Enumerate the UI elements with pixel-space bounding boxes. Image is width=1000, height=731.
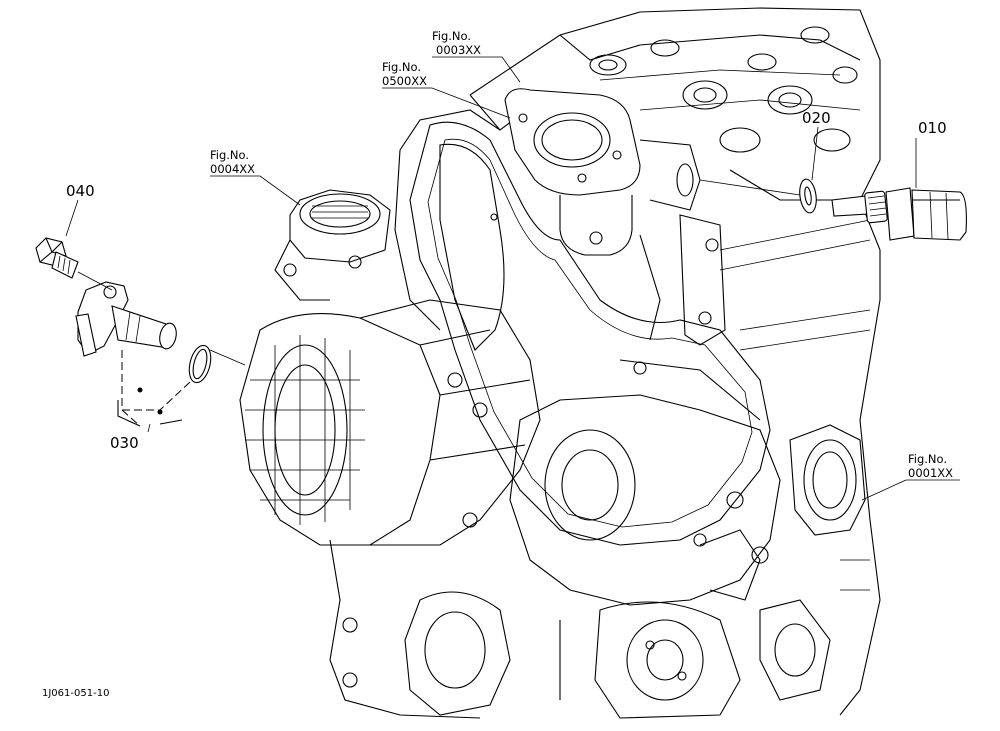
sensor-030-leader [209, 349, 246, 366]
label-030: 030 [110, 434, 139, 452]
fig-ref-0004-number: 0004XX [210, 162, 255, 176]
fig-ref-0003-number: 0003XX [436, 43, 481, 57]
fig-ref-0003-title: Fig.No. [432, 29, 471, 43]
label-040: 040 [66, 182, 95, 200]
part-030-o-ring[interactable] [186, 343, 215, 385]
bolt-040-leader [77, 271, 113, 291]
part-020-washer[interactable] [798, 178, 819, 214]
label-020: 020 [802, 109, 831, 127]
sensor-leader-line [699, 179, 801, 196]
fig-ref-0500-number: 0500XX [382, 74, 427, 88]
fig-ref-0001-title: Fig.No. [908, 452, 947, 466]
figure-references: Fig.No. 0003XX Fig.No. 0500XX Fig.No. 00… [210, 29, 953, 480]
fig-ref-0004-title: Fig.No. [210, 148, 249, 162]
engine-block-drawing [239, 7, 881, 719]
part-030-sensor[interactable] [75, 281, 179, 357]
drawing-code: 1J061-051-10 [42, 688, 109, 699]
part-030-bracket [117, 350, 191, 433]
part-040-bolt[interactable] [35, 237, 79, 279]
fig-ref-0500-title: Fig.No. [382, 60, 421, 74]
callout-lines [65, 56, 960, 501]
fig-ref-0001-number: 0001XX [908, 466, 953, 480]
label-010: 010 [918, 119, 947, 137]
part-labels: 010 020 040 030 [66, 109, 947, 452]
part-010-sensor[interactable] [831, 187, 967, 241]
